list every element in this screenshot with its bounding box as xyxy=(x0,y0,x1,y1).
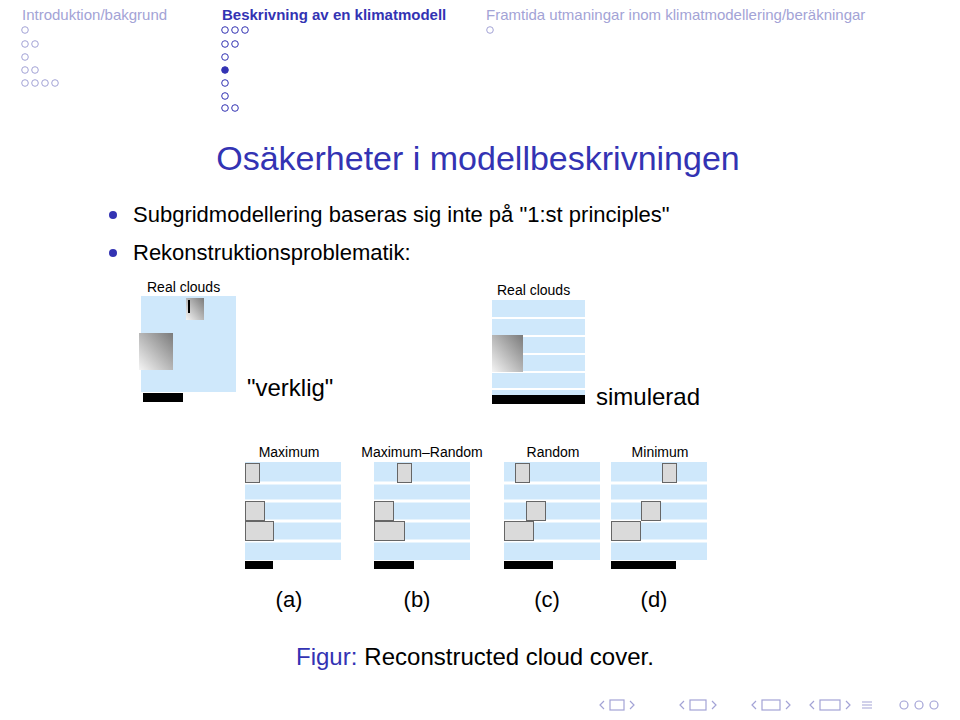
nav-arrow xyxy=(680,701,684,709)
cloud-block xyxy=(505,522,534,541)
panel-label: simulerad xyxy=(596,385,700,409)
layer-line xyxy=(492,317,585,319)
cloud-block xyxy=(139,333,173,370)
panel-heading: Real clouds xyxy=(497,283,570,297)
nav-dot xyxy=(22,80,29,87)
nav-arrow xyxy=(752,701,756,709)
sky-panel xyxy=(611,462,707,560)
panel-heading: Maximum–Random xyxy=(361,445,482,459)
cloud-block xyxy=(612,522,641,541)
nav-dot xyxy=(222,41,229,48)
nav-dot xyxy=(22,27,29,34)
nav-arrow xyxy=(712,701,716,709)
nav-align xyxy=(862,702,872,708)
nav-dot xyxy=(222,54,229,61)
sky-panel xyxy=(374,462,470,560)
nav-dot xyxy=(222,105,229,112)
layer-line xyxy=(374,482,470,485)
cover-bar xyxy=(245,561,273,569)
nav-dot xyxy=(222,80,229,87)
nav-section: Framtida utmaningar inom klimatmodelleri… xyxy=(486,7,865,22)
bullet-text: Rekonstruktionsproblematik: xyxy=(133,242,411,264)
cloud-block xyxy=(398,464,412,483)
nav-dot xyxy=(52,80,59,87)
sub-label: (a) xyxy=(276,589,303,611)
cloud-block xyxy=(516,464,530,483)
sky-panel xyxy=(245,462,341,560)
nav-dot xyxy=(22,41,29,48)
nav-dot xyxy=(487,27,494,34)
cloud-block xyxy=(663,464,677,483)
nav-arrow xyxy=(810,701,814,709)
nav-dot xyxy=(232,41,239,48)
cover-bar xyxy=(143,393,183,402)
nav-dot xyxy=(22,54,29,61)
cloud-mark xyxy=(188,300,190,313)
cover-bar xyxy=(611,561,676,569)
nav-search xyxy=(900,701,938,709)
bullet-text: Subgridmodellering baseras sig inte på "… xyxy=(133,204,670,226)
bullet-dot xyxy=(109,249,117,257)
nav-box xyxy=(820,700,840,710)
nav-section: Introduktion/bakgrund xyxy=(22,7,167,22)
panel-heading: Maximum xyxy=(259,445,320,459)
beamer-nav xyxy=(600,700,938,710)
bullet-dot xyxy=(109,211,117,219)
sky-panel xyxy=(492,300,585,403)
panel-label: "verklig" xyxy=(247,376,333,400)
cloud-block xyxy=(246,522,274,541)
cover-bar xyxy=(492,395,585,404)
cloud-block xyxy=(492,335,523,372)
panel-heading: Random xyxy=(527,445,580,459)
cloud-block xyxy=(642,502,661,521)
cloud-block xyxy=(527,502,546,521)
sub-label: (d) xyxy=(641,589,668,611)
layer-line xyxy=(611,482,707,485)
nav-dot xyxy=(222,27,229,34)
cloud-block xyxy=(375,522,405,541)
nav-dot xyxy=(222,67,229,74)
panel-heading: Minimum xyxy=(632,445,689,459)
nav-box xyxy=(690,700,706,710)
sky-panel xyxy=(504,462,600,560)
nav-arrow xyxy=(600,701,604,709)
cloud-block xyxy=(246,502,265,521)
nav-box xyxy=(610,700,624,710)
nav-dot xyxy=(222,93,229,100)
sub-label: (b) xyxy=(404,589,431,611)
nav-box xyxy=(762,700,780,710)
caption-prefix: Figur: xyxy=(296,645,357,669)
nav-dot xyxy=(32,41,39,48)
nav-dot xyxy=(32,80,39,87)
cloud-block xyxy=(246,464,260,483)
nav-arrow xyxy=(630,701,634,709)
nav-dot xyxy=(42,80,49,87)
nav-dot xyxy=(232,27,239,34)
nav-dot xyxy=(232,105,239,112)
nav-arrow xyxy=(786,701,790,709)
figure-caption: Reconstructed cloud cover. xyxy=(364,645,654,669)
panel-heading: Real clouds xyxy=(147,280,220,294)
slide-title: Osäkerheter i modellbeskrivningen xyxy=(216,141,739,175)
cover-bar xyxy=(504,561,553,569)
nav-section: Beskrivning av en klimatmodell xyxy=(222,7,446,22)
layer-line xyxy=(492,388,585,390)
nav-dot xyxy=(32,67,39,74)
layer-line xyxy=(504,500,600,503)
nav-dot xyxy=(22,67,29,74)
nav-dot xyxy=(242,27,249,34)
cloud-block xyxy=(375,502,394,521)
sub-label: (c) xyxy=(534,589,560,611)
nav-arrow xyxy=(846,701,850,709)
cloud-block xyxy=(186,298,204,320)
cover-bar xyxy=(374,561,414,569)
